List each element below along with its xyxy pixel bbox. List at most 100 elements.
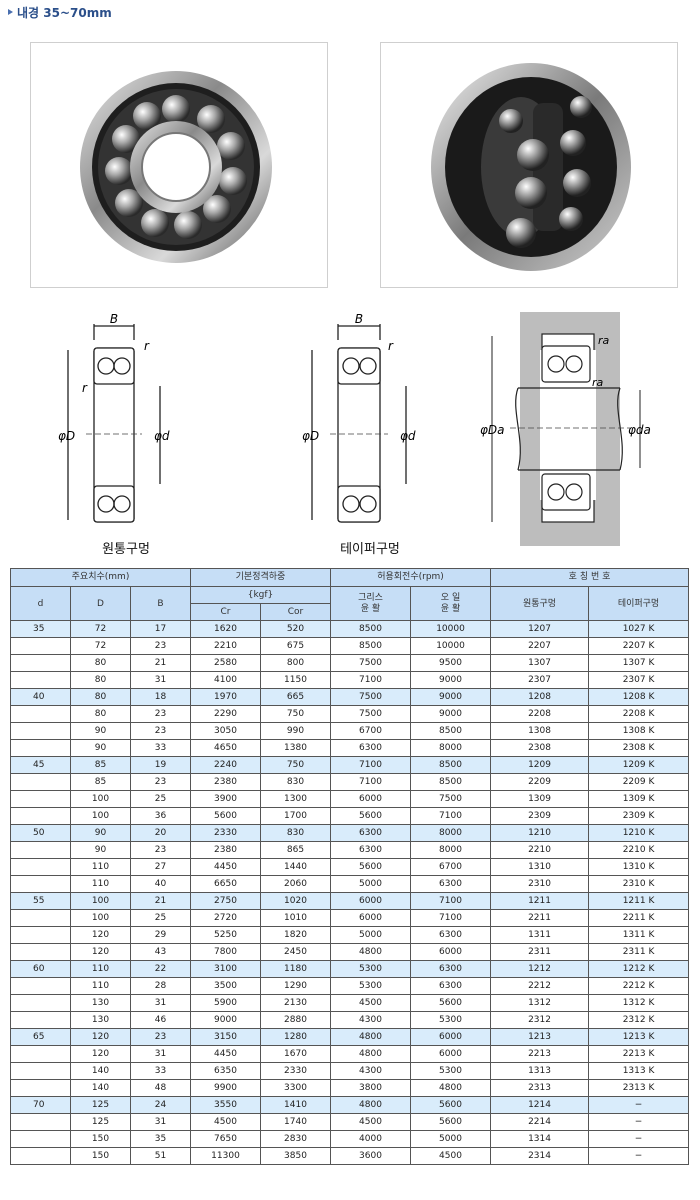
label-phida: φda xyxy=(628,423,651,437)
table-cell: 25 xyxy=(130,790,191,808)
table-cell: 2060 xyxy=(260,875,331,893)
table-cell: 5600 xyxy=(330,858,411,876)
table-cell: 25 xyxy=(130,909,191,927)
table-cell: 60 xyxy=(10,960,71,978)
table-cell: 9500 xyxy=(409,654,492,672)
table-cell: 800 xyxy=(260,654,331,672)
header-Cor: Cor xyxy=(260,603,331,621)
page-title-text: 내경 35~70mm xyxy=(17,5,112,20)
header-speed: 허용회전수(rpm) xyxy=(329,568,492,587)
table-cell xyxy=(10,1147,71,1165)
table-cell: 1027 K xyxy=(588,620,690,638)
table-cell: 1310 xyxy=(490,858,590,876)
table-cell xyxy=(10,807,71,825)
table-cell: 2330 xyxy=(260,1062,331,1080)
table-cell: 33 xyxy=(130,739,191,757)
caption-tapered-bore: 테이퍼구멍 xyxy=(340,542,400,557)
bearing-photo-front xyxy=(30,42,328,288)
table-cell: 5600 xyxy=(330,807,411,825)
table-cell: 19 xyxy=(130,756,191,774)
table-cell: 2307 K xyxy=(588,671,690,689)
table-cell: 2380 xyxy=(190,841,261,859)
table-cell: 1210 K xyxy=(588,824,690,842)
table-cell: 40 xyxy=(10,688,71,706)
table-cell: 6000 xyxy=(409,1028,492,1046)
table-cell: 6300 xyxy=(330,739,411,757)
header-designation: 호 칭 번 호 xyxy=(490,568,690,587)
table-cell: 1308 K xyxy=(588,722,690,740)
table-cell: 1280 xyxy=(260,1028,331,1046)
table-cell: 110 xyxy=(70,858,131,876)
table-cell xyxy=(10,637,71,655)
table-cell: 2313 xyxy=(490,1079,590,1097)
table-cell: 2312 xyxy=(490,1011,590,1029)
table-cell: 1700 xyxy=(260,807,331,825)
table-cell: 35 xyxy=(10,620,71,638)
table-cell: 2310 xyxy=(490,875,590,893)
table-cell: 4500 xyxy=(409,1147,492,1165)
table-cell: 1309 K xyxy=(588,790,690,808)
mounting-dimension-drawing: ra ra φDa φda xyxy=(480,312,651,546)
table-cell: 9000 xyxy=(409,705,492,723)
table-cell: 1307 xyxy=(490,654,590,672)
table-cell: 85 xyxy=(70,756,131,774)
header-basic-load: 기본정격하중 xyxy=(190,568,331,587)
table-cell: 6700 xyxy=(330,722,411,740)
table-cell: 2210 xyxy=(490,841,590,859)
table-cell: 100 xyxy=(70,909,131,927)
table-cell: 2308 K xyxy=(588,739,690,757)
table-cell: 2330 xyxy=(190,824,261,842)
table-cell: 110 xyxy=(70,875,131,893)
header-cylindrical: 원통구멍 xyxy=(490,586,590,621)
table-cell: 7500 xyxy=(330,688,411,706)
bearing-spec-table: 주요치수(mm) 기본정격하중 허용회전수(rpm) 호 칭 번 호 d D B… xyxy=(10,568,690,1165)
table-cell: 1313 K xyxy=(588,1062,690,1080)
cylindrical-bore-drawing: B r r φD φd xyxy=(58,312,170,523)
table-cell: 4800 xyxy=(409,1079,492,1097)
table-cell: 33 xyxy=(130,1062,191,1080)
header-grease: 그리스 윤 활 xyxy=(330,586,411,621)
table-cell: 110 xyxy=(70,960,131,978)
table-cell: 830 xyxy=(260,824,331,842)
header-main-dims: 주요치수(mm) xyxy=(10,568,191,587)
table-cell: 6700 xyxy=(409,858,492,876)
table-cell: 5000 xyxy=(330,875,411,893)
table-cell: 27 xyxy=(130,858,191,876)
table-cell: 1290 xyxy=(260,977,331,995)
table-cell: 65 xyxy=(10,1028,71,1046)
tapered-bore-drawing: B r φD φd xyxy=(302,312,416,523)
table-cell: 90 xyxy=(70,841,131,859)
table-cell: 80 xyxy=(70,705,131,723)
table-cell: 18 xyxy=(130,688,191,706)
table-cell: 1311 xyxy=(490,926,590,944)
table-cell: 29 xyxy=(130,926,191,944)
table-cell: 4450 xyxy=(190,1045,261,1063)
table-cell: 2210 xyxy=(190,637,261,655)
table-cell: 2212 K xyxy=(588,977,690,995)
table-cell xyxy=(10,773,71,791)
table-cell: 4450 xyxy=(190,858,261,876)
table-cell: 1207 xyxy=(490,620,590,638)
table-cell: 5300 xyxy=(330,960,411,978)
table-cell: 2314 xyxy=(490,1147,590,1165)
table-cell: 6350 xyxy=(190,1062,261,1080)
table-cell: 6300 xyxy=(409,960,492,978)
table-cell: 1210 xyxy=(490,824,590,842)
label-r-left: r xyxy=(82,381,88,395)
table-cell: 1312 K xyxy=(588,994,690,1012)
table-cell: 1620 xyxy=(190,620,261,638)
table-cell: 100 xyxy=(70,892,131,910)
table-cell: 20 xyxy=(130,824,191,842)
table-cell: 1314 xyxy=(490,1130,590,1148)
table-cell: 130 xyxy=(70,1011,131,1029)
table-cell: 150 xyxy=(70,1130,131,1148)
table-cell: 7500 xyxy=(330,705,411,723)
